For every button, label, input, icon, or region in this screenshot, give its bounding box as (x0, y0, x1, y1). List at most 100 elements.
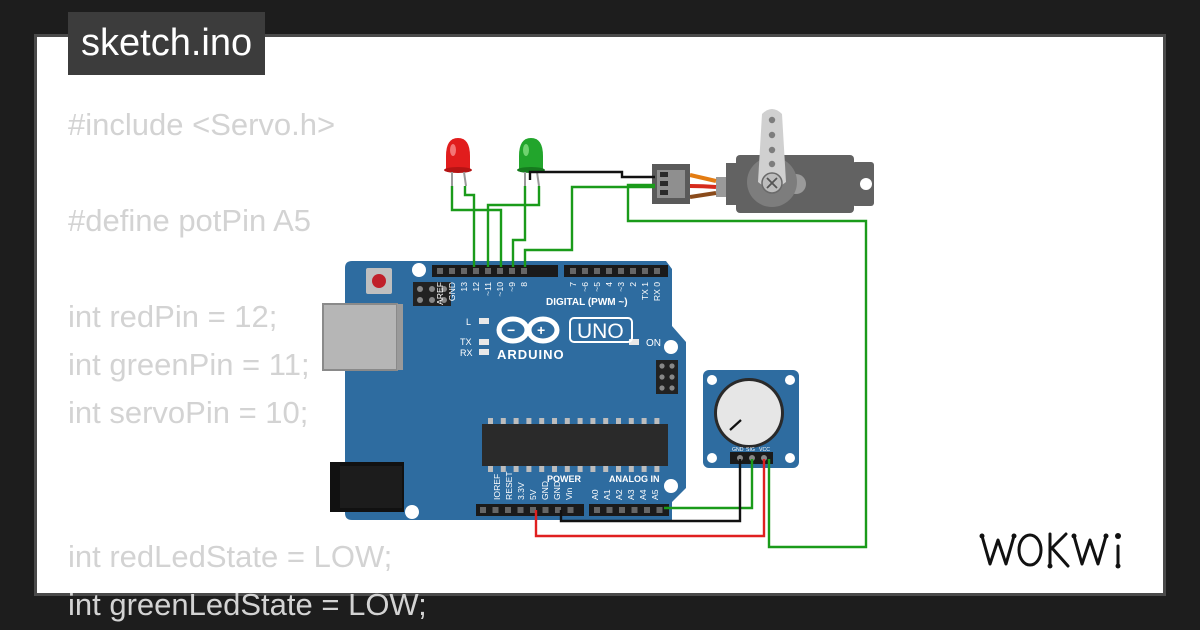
atmega-chip (482, 424, 668, 466)
wire-green-led-gnd (486, 186, 541, 267)
analog-pin-hole[interactable] (644, 507, 650, 513)
chip-pin (654, 466, 660, 472)
red-led[interactable] (444, 138, 472, 187)
wire-red-led-gnd (463, 186, 476, 267)
power-pin-hole[interactable] (567, 507, 574, 513)
power-pin-hole[interactable] (480, 507, 486, 513)
analog-pin-label: A2 (614, 489, 624, 500)
power-pin-label: Vin (564, 488, 574, 500)
chip-pin (488, 418, 493, 424)
digital-pin-label: ~9 (507, 282, 517, 292)
wire-servo-power (626, 183, 868, 549)
power-pin-hole[interactable] (530, 507, 536, 513)
power-pin-hole[interactable] (517, 507, 524, 513)
potentiometer-knob[interactable] (717, 381, 781, 445)
wokwi-logo-icon (979, 532, 1121, 569)
digital-pin-hole[interactable] (606, 268, 612, 274)
svg-text:+: + (537, 322, 545, 338)
digital-pin-hole[interactable] (473, 268, 479, 274)
analog-pin-hole[interactable] (631, 507, 638, 513)
digital-header-label: DIGITAL (PWM ~) (546, 297, 628, 308)
digital-pin-hole[interactable] (449, 268, 455, 274)
digital-pin-hole[interactable] (497, 268, 503, 274)
code-line: int greenPin = 11; (68, 347, 310, 382)
led-label-rx: RX (460, 348, 473, 358)
uno-badge (569, 317, 633, 343)
digital-pin-label: ~3 (616, 282, 626, 292)
analog-pin-hole[interactable] (619, 507, 625, 513)
potentiometer[interactable]: GND SIG VCC (703, 370, 799, 468)
svg-text:−: − (507, 322, 515, 338)
chip-pin (641, 466, 647, 472)
chip-pin (628, 466, 634, 472)
digital-pin-label: 13 (459, 282, 469, 292)
analog-pin-label: A3 (626, 489, 636, 500)
chip-pin (603, 418, 609, 424)
digital-pin-hole[interactable] (485, 268, 491, 274)
code-line: int redLedState = LOW; (68, 539, 393, 574)
chip-pin (552, 418, 557, 424)
chip-pin (616, 466, 621, 472)
power-pin-hole[interactable] (492, 507, 499, 513)
pot-pin-sig: SIG (746, 447, 755, 453)
digital-pin-label: 12 (471, 282, 481, 292)
chip-pin (488, 466, 493, 472)
power-pin-hole[interactable] (505, 507, 511, 513)
code-line: #include <Servo.h> (68, 107, 336, 142)
digital-pin-hole[interactable] (594, 268, 600, 274)
digital-pin-label: GND (447, 282, 457, 301)
analog-pin-label: A0 (590, 489, 600, 500)
arduino-uno-board[interactable]: DIGITAL (PWM ~) L TX RX ON − + ARDUINO U… (322, 261, 686, 520)
chip-pin (513, 418, 519, 424)
file-tab[interactable]: sketch.ino (68, 12, 266, 75)
digital-pin-hole[interactable] (630, 268, 636, 274)
onboard-leds (479, 318, 639, 355)
digital-pin-label: TX 1 (640, 282, 650, 300)
pot-pin-vcc: VCC (759, 447, 770, 453)
analog-pin-label: A4 (638, 489, 648, 500)
servo-connector (652, 164, 690, 204)
wire-servo-gnd (528, 170, 655, 180)
power-pin-label: GND (552, 481, 562, 500)
wire-servo-signal (523, 185, 655, 267)
digital-pin-hole[interactable] (509, 268, 515, 274)
pot-pin-gnd: GND (732, 447, 744, 453)
digital-pin-label: 8 (519, 282, 529, 287)
chip-pin (654, 418, 660, 424)
digital-pin-label: ~10 (495, 282, 505, 297)
digital-pin-hole[interactable] (461, 268, 467, 274)
digital-pin-hole[interactable] (654, 268, 660, 274)
analog-pin-hole[interactable] (594, 507, 600, 513)
wire-red-led-pin (450, 186, 503, 267)
digital-pin-label: ~6 (580, 282, 590, 292)
icsp-header (413, 282, 451, 306)
chip-pin (500, 466, 506, 472)
digital-pin-hole[interactable] (642, 268, 648, 274)
power-pin-label: GND (540, 481, 550, 500)
power-pin-hole[interactable] (555, 507, 561, 513)
digital-pin-hole[interactable] (618, 268, 624, 274)
chip-pin (526, 418, 532, 424)
uno-label: UNO (577, 320, 624, 343)
wire-pot-signal (664, 459, 754, 510)
digital-pin-hole[interactable] (521, 268, 527, 274)
wires (450, 170, 868, 549)
chip-pin (577, 418, 583, 424)
chip-pin (513, 466, 519, 472)
analog-pin-hole[interactable] (606, 507, 613, 513)
on-label: ON (646, 338, 661, 349)
analog-pin-label: A1 (602, 489, 612, 500)
servo-motor[interactable] (690, 109, 874, 213)
wire-pot-gnd (559, 459, 742, 523)
power-pin-hole[interactable] (542, 507, 549, 513)
analog-pin-hole[interactable] (656, 507, 663, 513)
digital-pin-label: 7 (568, 282, 578, 287)
usb-port (322, 303, 398, 371)
digital-pin-hole[interactable] (582, 268, 588, 274)
digital-pin-hole[interactable] (437, 268, 443, 274)
digital-pin-hole[interactable] (570, 268, 576, 274)
chip-pin (500, 418, 506, 424)
code-line: int servoPin = 10; (68, 395, 309, 430)
